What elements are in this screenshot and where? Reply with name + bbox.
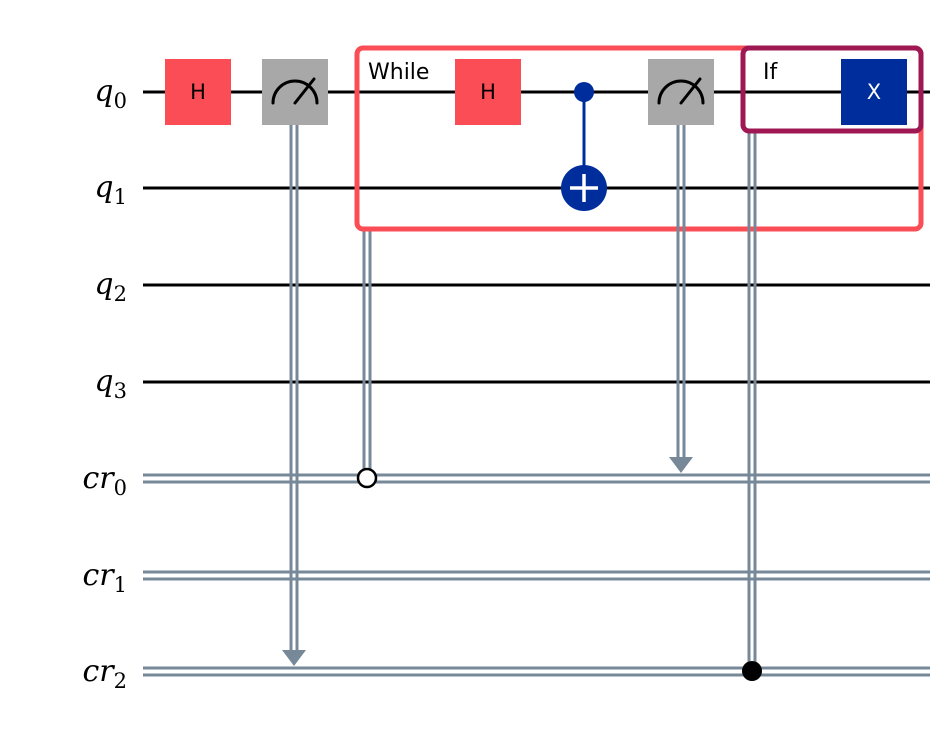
while-h-gate-label: H — [480, 80, 496, 104]
x-gate-label: X — [867, 80, 881, 104]
while-h-gate: H — [455, 59, 521, 125]
x-gate: X — [841, 59, 907, 125]
if-block: If X — [740, 45, 924, 681]
h-gate-1-label: H — [190, 80, 206, 104]
measure-gate-1 — [262, 59, 328, 666]
measure-icon — [657, 77, 705, 105]
cnot-control-dot — [574, 82, 594, 102]
cnot-plus-icon — [570, 174, 598, 202]
wire-label-q1: q1 — [94, 170, 127, 209]
measure-2-classical-link — [676, 125, 686, 460]
quantum-wires — [143, 90, 930, 384]
if-box-label: If — [763, 60, 778, 85]
while-block: While H — [354, 45, 924, 489]
cnot-gate — [561, 82, 607, 211]
wire-label-q2: q2 — [94, 267, 127, 306]
measure-icon — [271, 77, 319, 105]
measure-2-box — [648, 59, 714, 125]
if-condition-closed-control — [742, 661, 762, 681]
while-box — [354, 45, 924, 232]
wire-label-cr2: cr2 — [82, 654, 127, 693]
measure-1-box — [262, 59, 328, 125]
h-gate-1-box — [165, 59, 231, 125]
if-box — [740, 45, 924, 134]
if-condition-link — [747, 131, 757, 668]
h-gate-1: H — [165, 59, 231, 125]
wire-label-q3: q3 — [94, 364, 127, 403]
wire-labels: q0 q1 q2 q3 cr0 cr1 cr2 — [82, 74, 127, 693]
wire-label-cr1: cr1 — [82, 558, 127, 597]
classical-wire-cr1 — [143, 570, 930, 581]
while-box-label: While — [368, 60, 429, 85]
wire-label-q0: q0 — [94, 74, 127, 113]
while-condition-link — [362, 229, 372, 470]
wire-label-cr0: cr0 — [82, 461, 127, 500]
classical-wire-cr0 — [143, 473, 930, 484]
classical-wires — [143, 473, 930, 677]
measure-2-arrowhead — [669, 457, 693, 473]
while-h-gate-box — [455, 59, 521, 125]
measure-gate-2 — [648, 59, 714, 473]
measure-1-classical-link — [289, 125, 299, 654]
while-condition-open-control — [356, 467, 378, 489]
x-gate-box — [841, 59, 907, 125]
measure-1-arrowhead — [282, 650, 306, 666]
classical-wire-cr2 — [143, 666, 930, 677]
